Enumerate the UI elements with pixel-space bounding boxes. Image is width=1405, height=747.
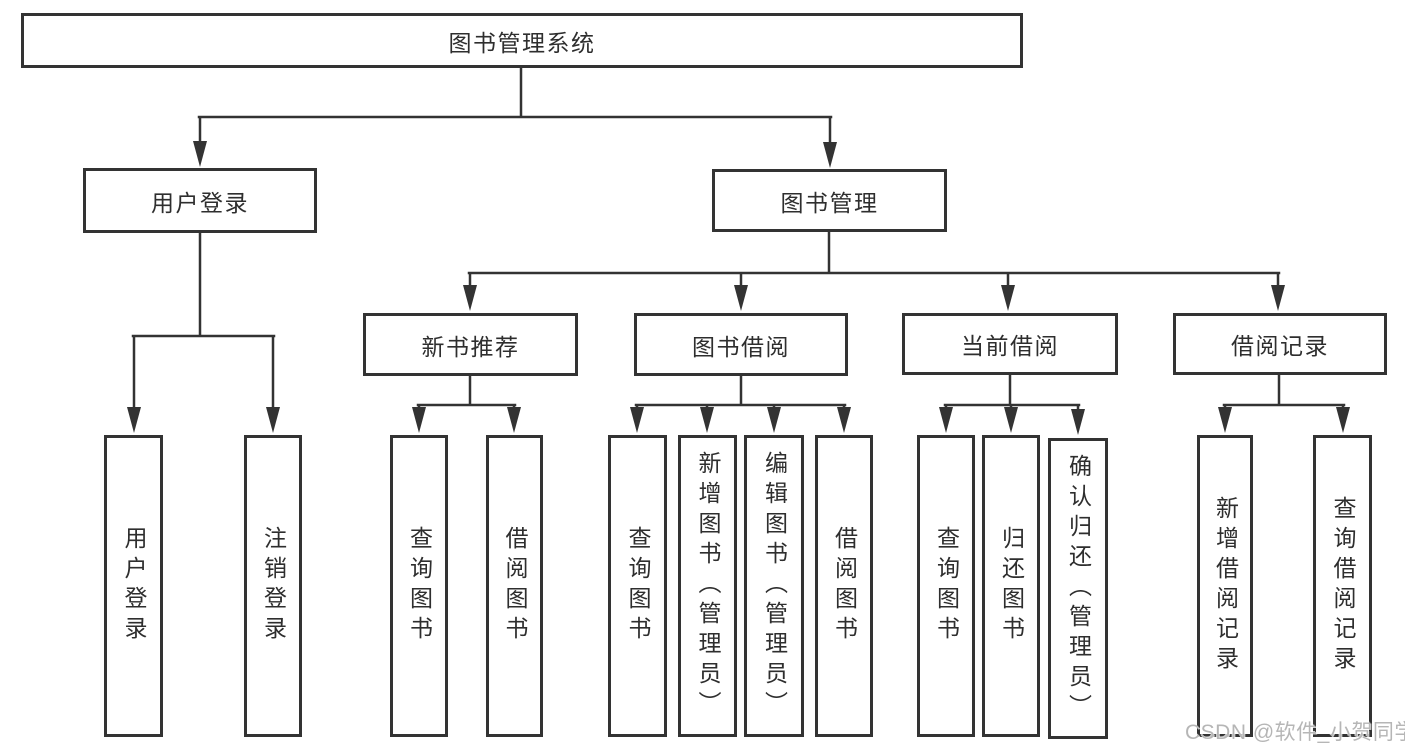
csdn-watermark: CSDN @软件_小贺同学 bbox=[1185, 721, 1405, 744]
leaf-records-query-record: 查询借阅记录 bbox=[1313, 435, 1372, 737]
arrowheads-level3 bbox=[463, 285, 1285, 311]
node-borrowing-records: 借阅记录 bbox=[1173, 313, 1387, 375]
leaf-current-query-books: 查询图书 bbox=[917, 435, 975, 737]
connector-book-management bbox=[467, 230, 1281, 300]
node-library-system: 图书管理系统 bbox=[21, 13, 1023, 68]
leaf-label: 查询图书 bbox=[625, 526, 651, 646]
leaf-borrowing-borrow-books: 借阅图书 bbox=[815, 435, 873, 737]
leaf-user-login: 用户登录 bbox=[104, 435, 163, 737]
leaf-label: 注销登录 bbox=[260, 526, 287, 646]
arrowheads-borrowing-records bbox=[1218, 407, 1350, 433]
leaf-label: 查询图书 bbox=[933, 526, 960, 646]
leaf-recommend-borrow-books: 借阅图书 bbox=[486, 435, 543, 737]
connector-user-login bbox=[131, 231, 276, 422]
leaf-label: 确认归还（管理员） bbox=[1065, 453, 1092, 724]
leaf-label: 借阅图书 bbox=[502, 526, 528, 646]
leaf-label: 查询图书 bbox=[406, 526, 433, 646]
connector-new-book-recommend bbox=[416, 374, 517, 422]
leaf-label: 查询借阅记录 bbox=[1330, 496, 1356, 676]
leaf-label: 用户登录 bbox=[121, 526, 147, 646]
leaf-borrowing-query-books: 查询图书 bbox=[608, 435, 667, 737]
connector-book-borrowing bbox=[634, 374, 847, 422]
leaf-borrowing-add-book-admin: 新增图书（管理员） bbox=[678, 435, 737, 737]
arrowheads-current-borrowing bbox=[939, 407, 1085, 435]
arrowheads-level2 bbox=[193, 141, 837, 168]
node-user-login: 用户登录 bbox=[83, 168, 317, 233]
leaf-records-add-record: 新增借阅记录 bbox=[1197, 435, 1253, 737]
arrowheads-book-borrowing bbox=[630, 407, 851, 433]
node-current-borrowing: 当前借阅 bbox=[902, 313, 1118, 375]
leaf-label: 归还图书 bbox=[998, 526, 1025, 646]
arrowheads-new-book-recommend bbox=[412, 407, 521, 433]
node-book-management: 图书管理 bbox=[712, 169, 947, 232]
node-new-book-recommend: 新书推荐 bbox=[363, 313, 578, 376]
leaf-logout: 注销登录 bbox=[244, 435, 302, 737]
leaf-borrowing-edit-book-admin: 编辑图书（管理员） bbox=[744, 435, 804, 737]
leaf-label: 借阅图书 bbox=[831, 526, 858, 646]
connector-root-to-level2 bbox=[197, 66, 833, 154]
leaf-label: 编辑图书（管理员） bbox=[761, 451, 788, 721]
arrowheads-user-login bbox=[127, 407, 280, 433]
leaf-label: 新增图书（管理员） bbox=[695, 451, 721, 721]
leaf-label: 新增借阅记录 bbox=[1212, 496, 1239, 676]
connector-borrowing-records bbox=[1222, 373, 1346, 422]
leaf-recommend-query-books: 查询图书 bbox=[390, 435, 448, 737]
node-book-borrowing: 图书借阅 bbox=[634, 313, 848, 376]
leaf-current-return-books: 归还图书 bbox=[982, 435, 1040, 737]
leaf-current-confirm-return-admin: 确认归还（管理员） bbox=[1048, 438, 1108, 739]
